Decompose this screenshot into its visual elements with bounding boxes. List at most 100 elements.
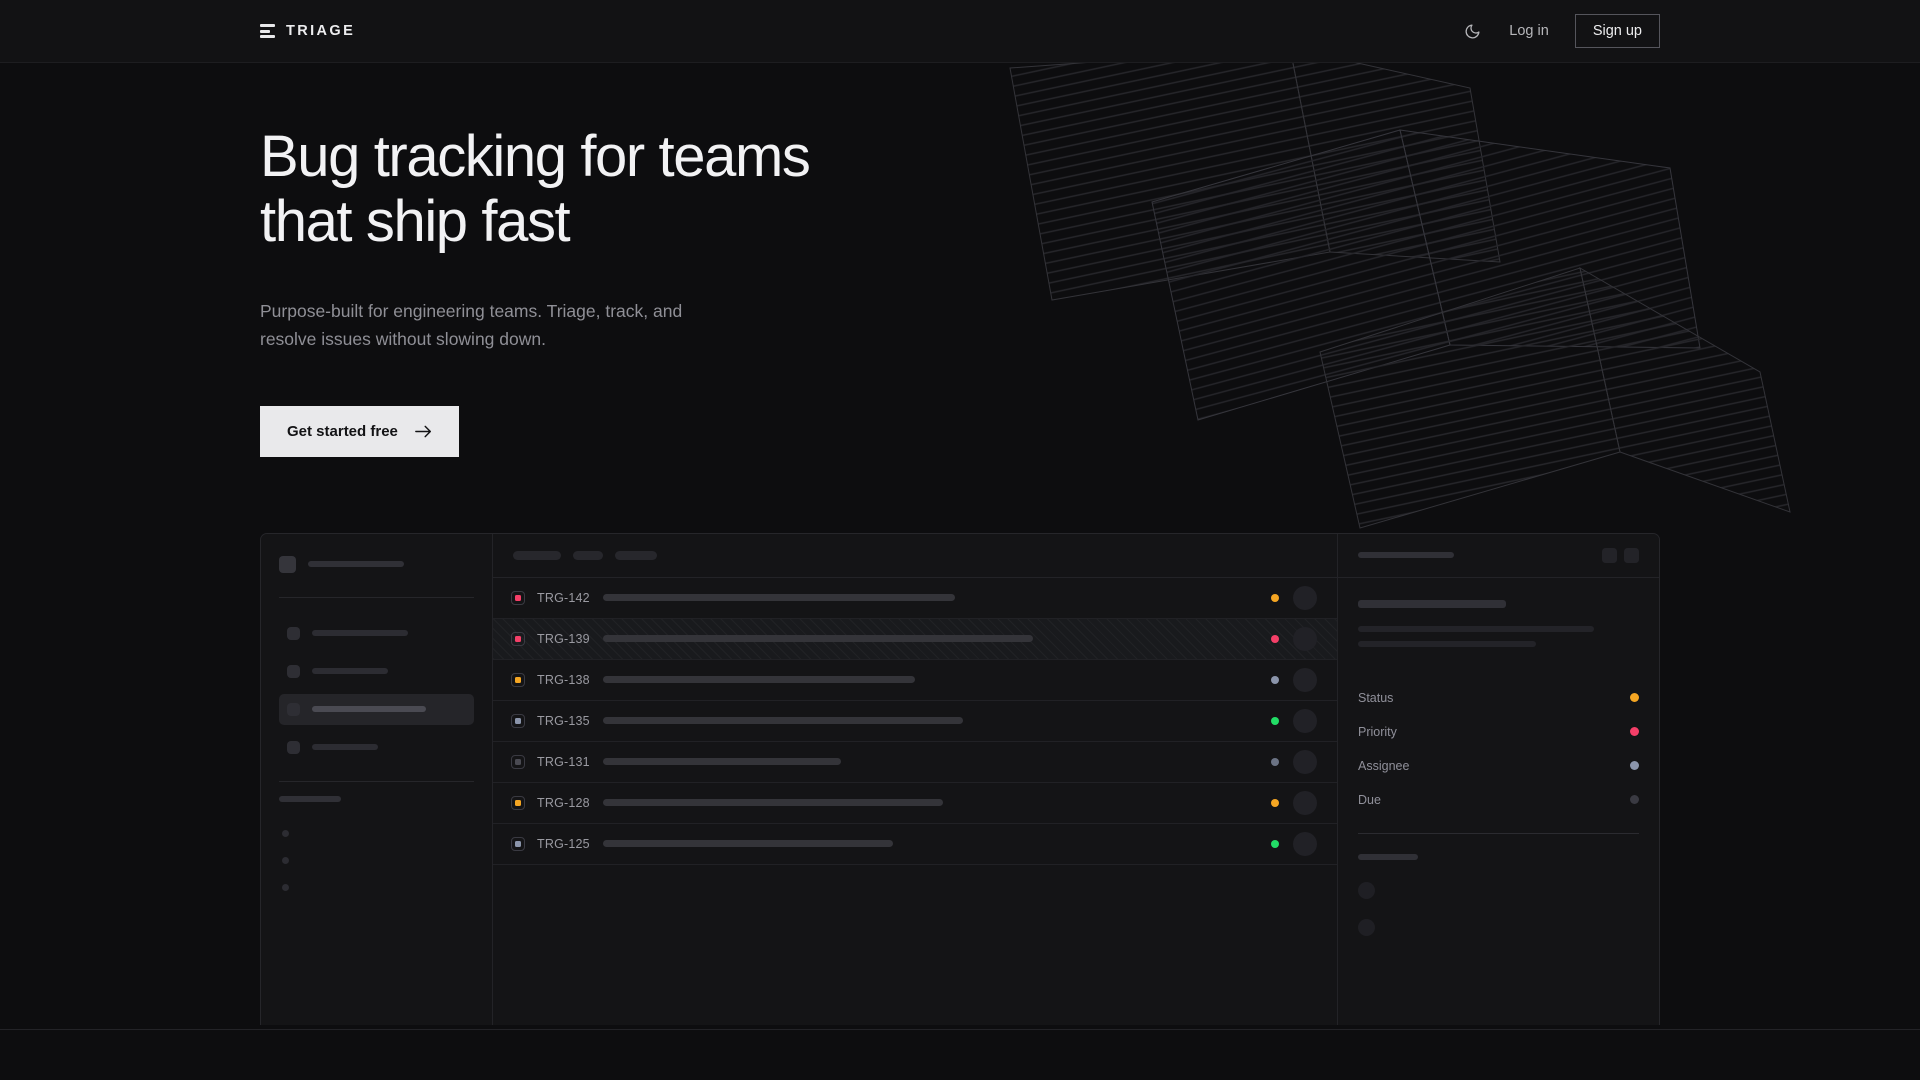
sidebar-nav-list [279,618,474,763]
avatar[interactable] [1293,586,1317,610]
meta-row-assignee[interactable]: Assignee [1358,749,1639,783]
detail-action-button-1[interactable] [1602,548,1617,563]
issue-title-skeleton [603,840,893,847]
detail-divider [1358,833,1639,834]
issue-detail-panel: StatusPriorityAssigneeDue [1337,534,1659,1025]
issue-id: TRG-125 [537,837,603,851]
meta-label: Priority [1358,725,1397,739]
sidebar-item-3[interactable] [279,694,474,725]
triage-logo-icon [260,24,275,38]
avatar[interactable] [1293,627,1317,651]
avatar[interactable] [1293,709,1317,733]
issue-title-skeleton [603,799,943,806]
meta-label: Due [1358,793,1381,807]
sidebar-item-label-skeleton [312,706,426,712]
detail-action-button-2[interactable] [1624,548,1639,563]
issue-title-skeleton [603,594,955,601]
sidebar-mini-list [279,820,474,901]
status-badge [1271,676,1279,684]
page-title: Bug tracking for teams that ship fast [260,125,940,255]
table-row[interactable]: TRG-131 [493,742,1337,783]
issue-title-skeleton [603,758,841,765]
toolbar-control-1[interactable] [513,551,561,560]
status-badge [1271,635,1279,643]
detail-panel-body: StatusPriorityAssigneeDue [1338,578,1659,946]
sidebar-item-2[interactable] [279,656,474,687]
issue-type-badge-icon [511,673,525,687]
issue-id: TRG-128 [537,796,603,810]
avatar[interactable] [1358,882,1375,899]
issue-title-skeleton [603,717,963,724]
status-badge [1271,594,1279,602]
sidebar-divider-bottom [279,781,474,782]
table-row[interactable]: TRG-125 [493,824,1337,865]
sidebar-item-icon [287,627,300,640]
detail-panel-header [1338,534,1659,578]
sidebar-mini-item-2[interactable] [279,847,474,874]
mockup-sidebar [261,534,493,1025]
activity-label-skeleton [1358,854,1418,860]
top-navigation: TRIAGE Log in Sign up [0,0,1920,63]
table-row[interactable]: TRG-142 [493,578,1337,619]
status-badge [1271,799,1279,807]
workspace-switcher[interactable] [279,556,474,573]
hero-title-line-2: that ship fast [260,189,569,254]
toolbar-control-3[interactable] [615,551,657,560]
sidebar-item-1[interactable] [279,618,474,649]
sidebar-section-label-skeleton [279,796,341,802]
app-mockup-window: TRG-142TRG-139TRG-138TRG-135TRG-131TRG-1… [260,533,1660,1025]
sidebar-item-label-skeleton [312,744,378,750]
meta-label: Assignee [1358,759,1409,773]
status-badge [1271,758,1279,766]
get-started-button[interactable]: Get started free [260,406,459,457]
meta-row-priority[interactable]: Priority [1358,715,1639,749]
table-row[interactable]: TRG-139 [493,619,1337,660]
issue-type-badge-icon [511,632,525,646]
meta-value-dot [1630,727,1639,736]
avatar[interactable] [1358,919,1375,936]
meta-value-dot [1630,795,1639,804]
signup-button[interactable]: Sign up [1575,14,1660,48]
detail-title-skeleton [1358,552,1454,558]
issue-id: TRG-131 [537,755,603,769]
issue-type-badge-icon [511,837,525,851]
brand-name: TRIAGE [286,23,355,39]
meta-row-status[interactable]: Status [1358,681,1639,715]
table-row[interactable]: TRG-128 [493,783,1337,824]
sidebar-mini-dot-icon [282,857,289,864]
issue-id: TRG-135 [537,714,603,728]
activity-item-2 [1358,909,1639,946]
toolbar-control-2[interactable] [573,551,603,560]
sidebar-mini-item-3[interactable] [279,874,474,901]
issue-type-badge-icon [511,796,525,810]
table-row[interactable]: TRG-135 [493,701,1337,742]
meta-value-dot [1630,761,1639,770]
avatar[interactable] [1293,832,1317,856]
detail-meta-list: StatusPriorityAssigneeDue [1358,681,1639,817]
sidebar-item-icon [287,665,300,678]
sidebar-mini-dot-icon [282,884,289,891]
avatar[interactable] [1293,668,1317,692]
table-row[interactable]: TRG-138 [493,660,1337,701]
issue-type-badge-icon [511,755,525,769]
avatar[interactable] [1293,791,1317,815]
brand-logo[interactable]: TRIAGE [260,23,355,39]
sidebar-divider-top [279,597,474,598]
sidebar-mini-dot-icon [282,830,289,837]
meta-value-dot [1630,693,1639,702]
avatar[interactable] [1293,750,1317,774]
get-started-label: Get started free [287,423,398,440]
issue-title-skeleton [603,635,1033,642]
detail-text-skeleton-2 [1358,641,1536,647]
moon-icon[interactable] [1461,20,1483,42]
meta-row-due[interactable]: Due [1358,783,1639,817]
sidebar-item-4[interactable] [279,732,474,763]
sidebar-item-icon [287,703,300,716]
login-link[interactable]: Log in [1509,23,1549,39]
sidebar-mini-item-1[interactable] [279,820,474,847]
page-bottom-divider [0,1029,1920,1030]
issue-id: TRG-142 [537,591,603,605]
sidebar-item-icon [287,741,300,754]
hero-subtitle: Purpose-built for engineering teams. Tri… [260,297,730,354]
